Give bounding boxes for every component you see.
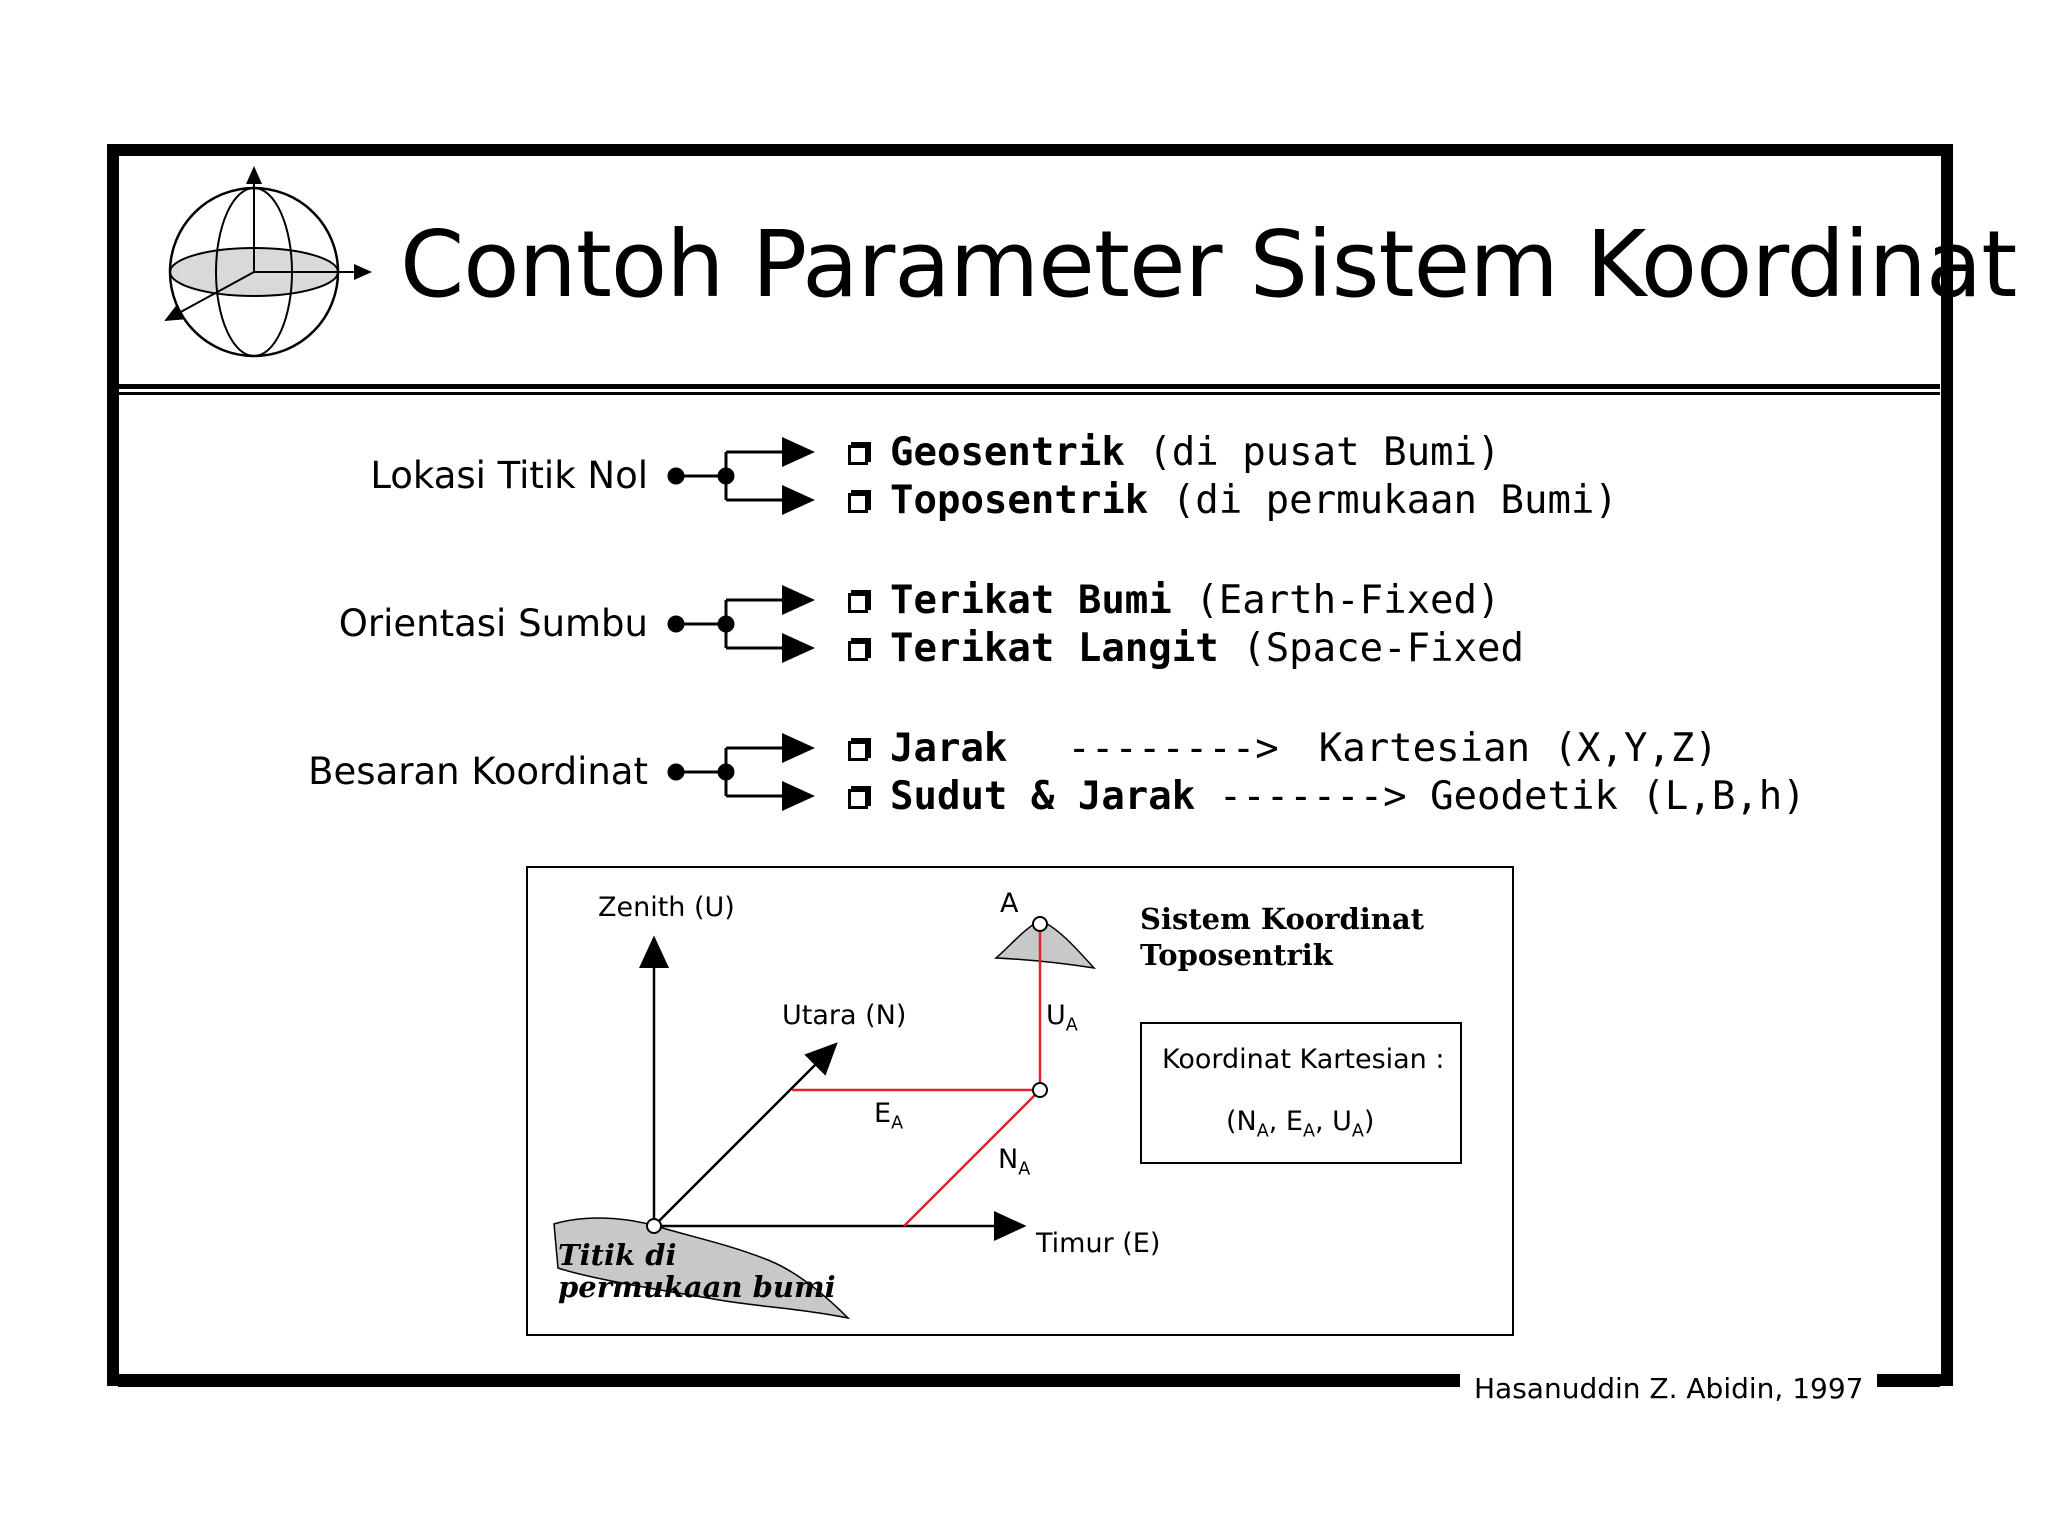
bracket-2 xyxy=(667,585,815,663)
bracket-connectors xyxy=(667,437,815,811)
na-line xyxy=(903,1089,1041,1227)
author-credit: Hasanuddin Z. Abidin, 1997 xyxy=(1460,1372,1878,1405)
point-a-label: A xyxy=(1000,888,1019,919)
ea-label: EA xyxy=(874,1098,904,1134)
na-label: NA xyxy=(998,1144,1031,1180)
mountain-peak xyxy=(994,919,1096,970)
bracket-3 xyxy=(667,733,815,811)
checkbox-icon xyxy=(848,789,868,809)
cartesian-title: Koordinat Kartesian : xyxy=(1162,1044,1445,1075)
checkbox-icon xyxy=(848,445,868,465)
slide-title: Contoh Parameter Sistem Koordinat xyxy=(400,211,2017,318)
north-axis xyxy=(653,1042,838,1227)
globe-icon xyxy=(164,166,372,358)
toposentrik-diagram: Zenith (U) Utara (N) Timur (E) A UA EA N… xyxy=(526,866,1514,1336)
system-title-line2: Toposentrik xyxy=(1140,938,1333,972)
ua-label: UA xyxy=(1046,1000,1078,1036)
cartesian-coordinate-box: Koordinat Kartesian : (NA, EA, UA) xyxy=(1140,1022,1462,1164)
option-sudut-jarak: Sudut & Jarak -------> Geodetik (L,B,h) xyxy=(848,774,1806,820)
origin-marker xyxy=(646,1218,662,1234)
option-terikat-langit: Terikat Langit (Space-Fixed xyxy=(848,626,1524,672)
option-toposentrik: Toposentrik (di permukaan Bumi) xyxy=(848,478,1618,524)
option-terikat-bumi: Terikat Bumi (Earth-Fixed) xyxy=(848,578,1501,624)
surface-label-line1: Titik di xyxy=(558,1238,677,1272)
label-orientasi-sumbu: Orientasi Sumbu xyxy=(338,602,648,645)
option-jarak: Jarak-------->Kartesian (X,Y,Z) xyxy=(848,726,1718,772)
cartesian-tuple: (NA, EA, UA) xyxy=(1226,1106,1375,1142)
checkbox-icon xyxy=(848,741,868,761)
option-geosentrik: Geosentrik (di pusat Bumi) xyxy=(848,430,1501,476)
zenith-label: Zenith (U) xyxy=(598,892,735,923)
east-label: Timur (E) xyxy=(1036,1228,1161,1259)
system-title-line1: Sistem Koordinat xyxy=(1140,902,1425,936)
checkbox-icon xyxy=(848,493,868,513)
projection-marker xyxy=(1032,1082,1048,1098)
diagram-drawing xyxy=(553,916,1096,1320)
label-besaran-koordinat: Besaran Koordinat xyxy=(308,750,648,793)
north-label: Utara (N) xyxy=(782,1000,907,1031)
checkbox-icon xyxy=(848,593,868,613)
header-divider xyxy=(118,384,1940,395)
footer-divider xyxy=(118,1376,1940,1387)
checkbox-icon xyxy=(848,641,868,661)
bracket-1 xyxy=(667,437,815,515)
surface-label-line2: permukaan bumi xyxy=(558,1270,836,1304)
label-lokasi-titik-nol: Lokasi Titik Nol xyxy=(370,454,648,497)
point-a-marker xyxy=(1032,916,1048,932)
